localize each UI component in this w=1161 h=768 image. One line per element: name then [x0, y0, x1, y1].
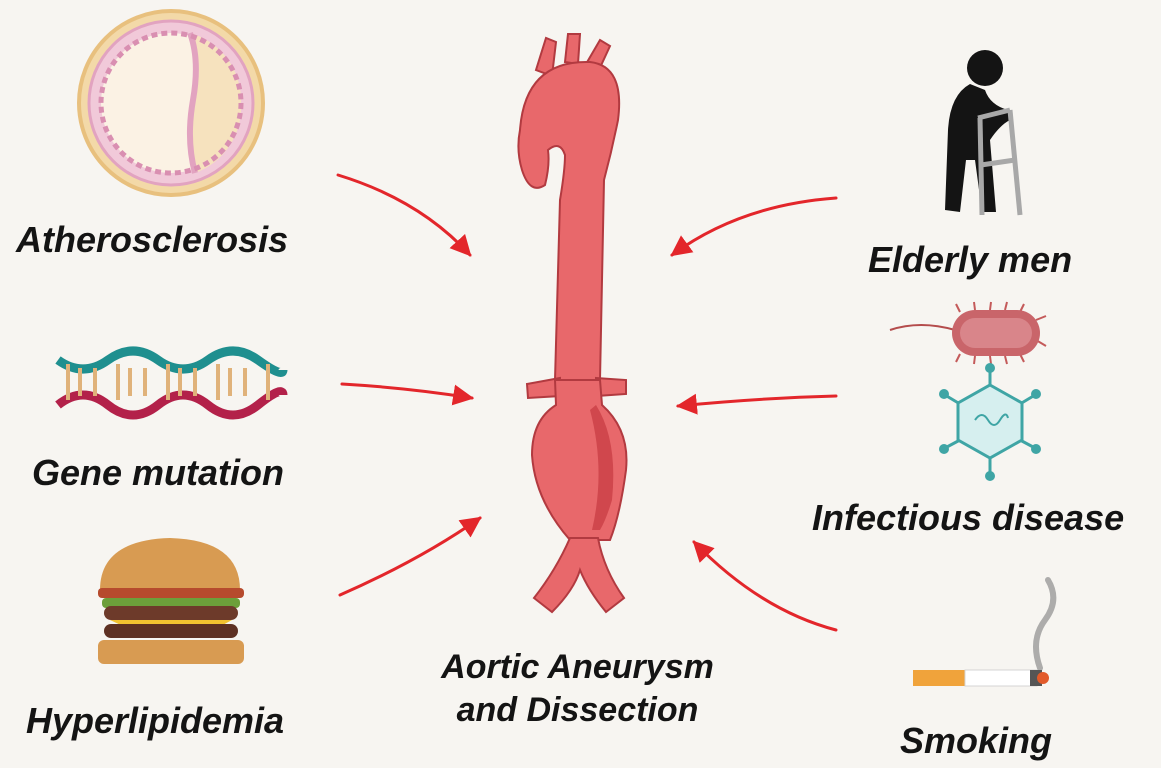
center-title-line2: and Dissection: [405, 689, 750, 732]
label-gene-mutation: Gene mutation: [32, 455, 284, 491]
elderly-man-walker-icon: [945, 50, 1020, 215]
dna-helix-icon: [58, 351, 283, 415]
label-smoking: Smoking: [900, 723, 1052, 759]
virus-icon: [939, 363, 1041, 481]
bacterium-icon: [890, 302, 1046, 364]
arrow-gene-mutation: [342, 384, 472, 398]
label-hyperlipidemia: Hyperlipidemia: [26, 703, 284, 739]
arrow-infectious-disease: [678, 396, 836, 406]
label-atherosclerosis: Atherosclerosis: [16, 222, 288, 258]
artery-cross-section-icon: [79, 11, 263, 195]
arrow-elderly-men: [672, 198, 836, 255]
label-elderly-men: Elderly men: [868, 242, 1072, 278]
aorta-illustration: [518, 34, 626, 612]
center-title-line1: Aortic Aneurysm: [405, 646, 750, 689]
arrow-hyperlipidemia: [340, 518, 480, 595]
arrow-atherosclerosis: [338, 175, 470, 255]
label-infectious-disease: Infectious disease: [812, 500, 1124, 536]
cigarette-icon: [913, 580, 1053, 686]
center-title: Aortic Aneurysm and Dissection: [405, 646, 750, 731]
arrow-smoking: [694, 542, 836, 630]
hamburger-icon: [98, 538, 244, 664]
